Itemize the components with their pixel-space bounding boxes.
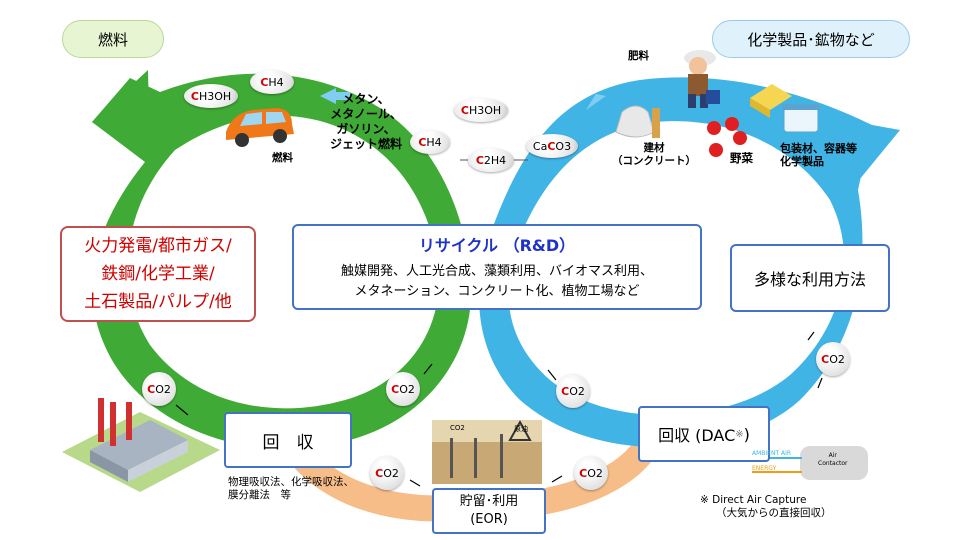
to-products-arrow xyxy=(586,84,606,110)
car-label: 燃料 xyxy=(272,152,293,164)
dac-title: 回収 (DAC xyxy=(658,426,736,445)
construction-line1: 建材 xyxy=(643,142,665,154)
fuels-line2: メタノール、 xyxy=(330,107,402,121)
dac-mark: ※ xyxy=(735,428,744,440)
green-loop-inner xyxy=(127,115,439,409)
car-icon xyxy=(226,108,294,147)
sources-line1: 火力発電/都市ガス/ xyxy=(84,236,232,256)
various-use-box: 多様な利用方法 xyxy=(730,244,890,312)
mol-c: C xyxy=(460,103,469,117)
chemicals-pill: 化学製品･鉱物など xyxy=(712,20,910,58)
fertilizer-label: 肥料 xyxy=(628,50,649,62)
tomatoes-icon xyxy=(707,117,747,157)
capture-note: 物理吸収法、化学吸収法、 膜分離法 等 xyxy=(228,476,354,502)
dac-note: ※ Direct Air Capture （大気からの直接回収） xyxy=(700,494,832,520)
mol-rest: H4 xyxy=(268,75,284,89)
recycle-box: リサイクル （R&D） 触媒開発、人工光合成、藻類利用、バイオマス利用、 メタネ… xyxy=(292,224,702,310)
packaging-label: 包装材、容器等 化学製品 xyxy=(780,142,857,168)
sources-line3: 土石製品/パルプ/他 xyxy=(84,292,232,312)
co2-arrows xyxy=(175,331,823,487)
co2-sources-box: 火力発電/都市ガス/ 鉄鋼/化学工業/ 土石製品/パルプ/他 xyxy=(60,226,256,322)
blue-loop-arrow xyxy=(800,112,900,196)
sources-line2: 鉄鋼/化学工業/ xyxy=(101,264,215,284)
fuels-line1: メタン、 xyxy=(342,92,390,106)
vegetables-label: 野菜 xyxy=(730,151,753,165)
storage-box: 貯留･利用 (EOR) xyxy=(432,488,546,534)
recycle-line2: メタネーション、コンクリート化、植物工場など xyxy=(354,284,640,299)
mol-rest: 2H4 xyxy=(483,153,507,167)
mol-rest: H3OH xyxy=(468,103,502,117)
mol-c: C xyxy=(547,139,556,153)
dac-note-line2: （大気からの直接回収） xyxy=(716,507,832,519)
dac-box: 回収 (DAC※) xyxy=(638,406,770,462)
capture-note-line2: 膜分離法 等 xyxy=(228,489,291,501)
storage-line2: (EOR) xyxy=(470,512,508,527)
construction-label: 建材 （コンクリート） xyxy=(612,142,696,168)
fuel-pill: 燃料 xyxy=(62,20,164,58)
cement-icon xyxy=(615,105,660,138)
fuels-line3: ガソリン、 xyxy=(336,122,396,136)
farmer-icon xyxy=(684,50,720,108)
eor-oil-text: 原油 xyxy=(514,425,528,433)
storage-line1: 貯留･利用 xyxy=(459,494,519,509)
mol-c: C xyxy=(190,89,199,103)
packaging-icons xyxy=(750,84,820,133)
mol-rest: H3OH xyxy=(198,89,232,103)
recycle-line1: 触媒開発、人工光合成、藻類利用、バイオマス利用、 xyxy=(340,264,653,279)
capture-box: 回 収 xyxy=(224,412,352,468)
dac-note-line1: ※ Direct Air Capture xyxy=(700,494,807,506)
packaging-line2: 化学製品 xyxy=(780,155,824,168)
construction-line2: （コンクリート） xyxy=(612,155,696,167)
dac-contactor-text: Air Contactor xyxy=(818,452,847,468)
factory-icon xyxy=(62,392,220,492)
dac-ambient-text: AMBIENT AIR xyxy=(752,450,792,457)
capture-note-line1: 物理吸収法、化学吸収法、 xyxy=(228,476,354,488)
green-loop-arrow xyxy=(92,70,150,160)
mol-c: C xyxy=(260,75,269,89)
eor-co2-text: CO2 xyxy=(450,424,465,432)
mol-rest: H4 xyxy=(426,135,442,149)
to-fuel-arrow xyxy=(320,88,350,104)
dac-air-text: Air xyxy=(828,452,837,459)
fuels-line4: ジェット燃料 xyxy=(330,137,403,151)
eor-illustration xyxy=(432,419,542,484)
mol-c: C xyxy=(475,153,484,167)
mol-ca: Ca xyxy=(532,139,548,153)
mol-c: C xyxy=(418,135,427,149)
packaging-line1: 包装材、容器等 xyxy=(780,142,857,155)
dac-contactor-word: Contactor xyxy=(818,460,848,467)
recycle-title: リサイクル （R&D） xyxy=(418,236,576,255)
dac-close: ) xyxy=(743,424,750,444)
dac-energy-text: ENERGY xyxy=(752,465,777,472)
fuels-list: メタン、 メタノール、 ガソリン、 ジェット燃料 xyxy=(330,92,402,152)
mol-rest: O3 xyxy=(555,139,572,153)
